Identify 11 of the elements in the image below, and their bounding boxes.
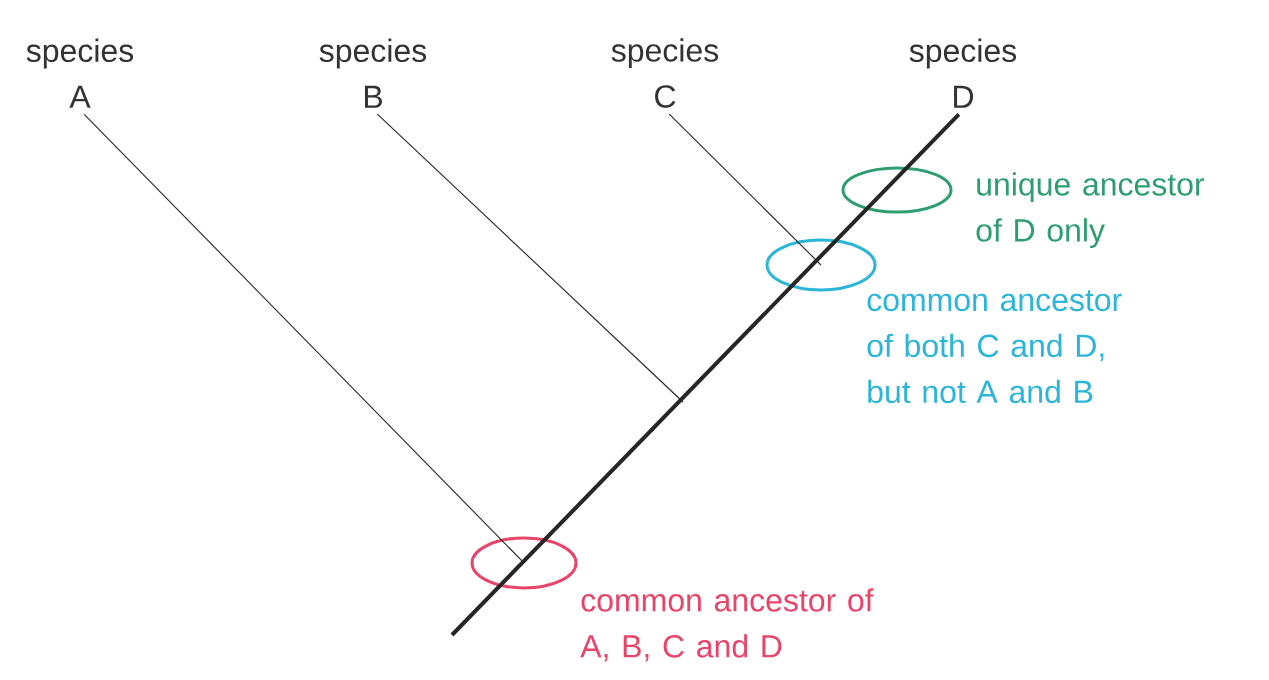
- ellipse-caption: common ancestor of both C and D, but not A and B: [867, 290, 1122, 404]
- branch-line: [83, 113, 525, 564]
- species-label: species A: [26, 38, 134, 108]
- species-label: species C: [611, 38, 719, 108]
- species-label: species D: [909, 38, 1017, 108]
- branch-line: [376, 113, 684, 403]
- species-label: species B: [319, 38, 427, 108]
- branch-line: [668, 113, 822, 266]
- branch-line: [450, 112, 961, 637]
- ellipse-caption: common ancestor of A, B, C and D: [580, 588, 874, 662]
- ellipse-caption: unique ancestor of D only: [976, 172, 1205, 248]
